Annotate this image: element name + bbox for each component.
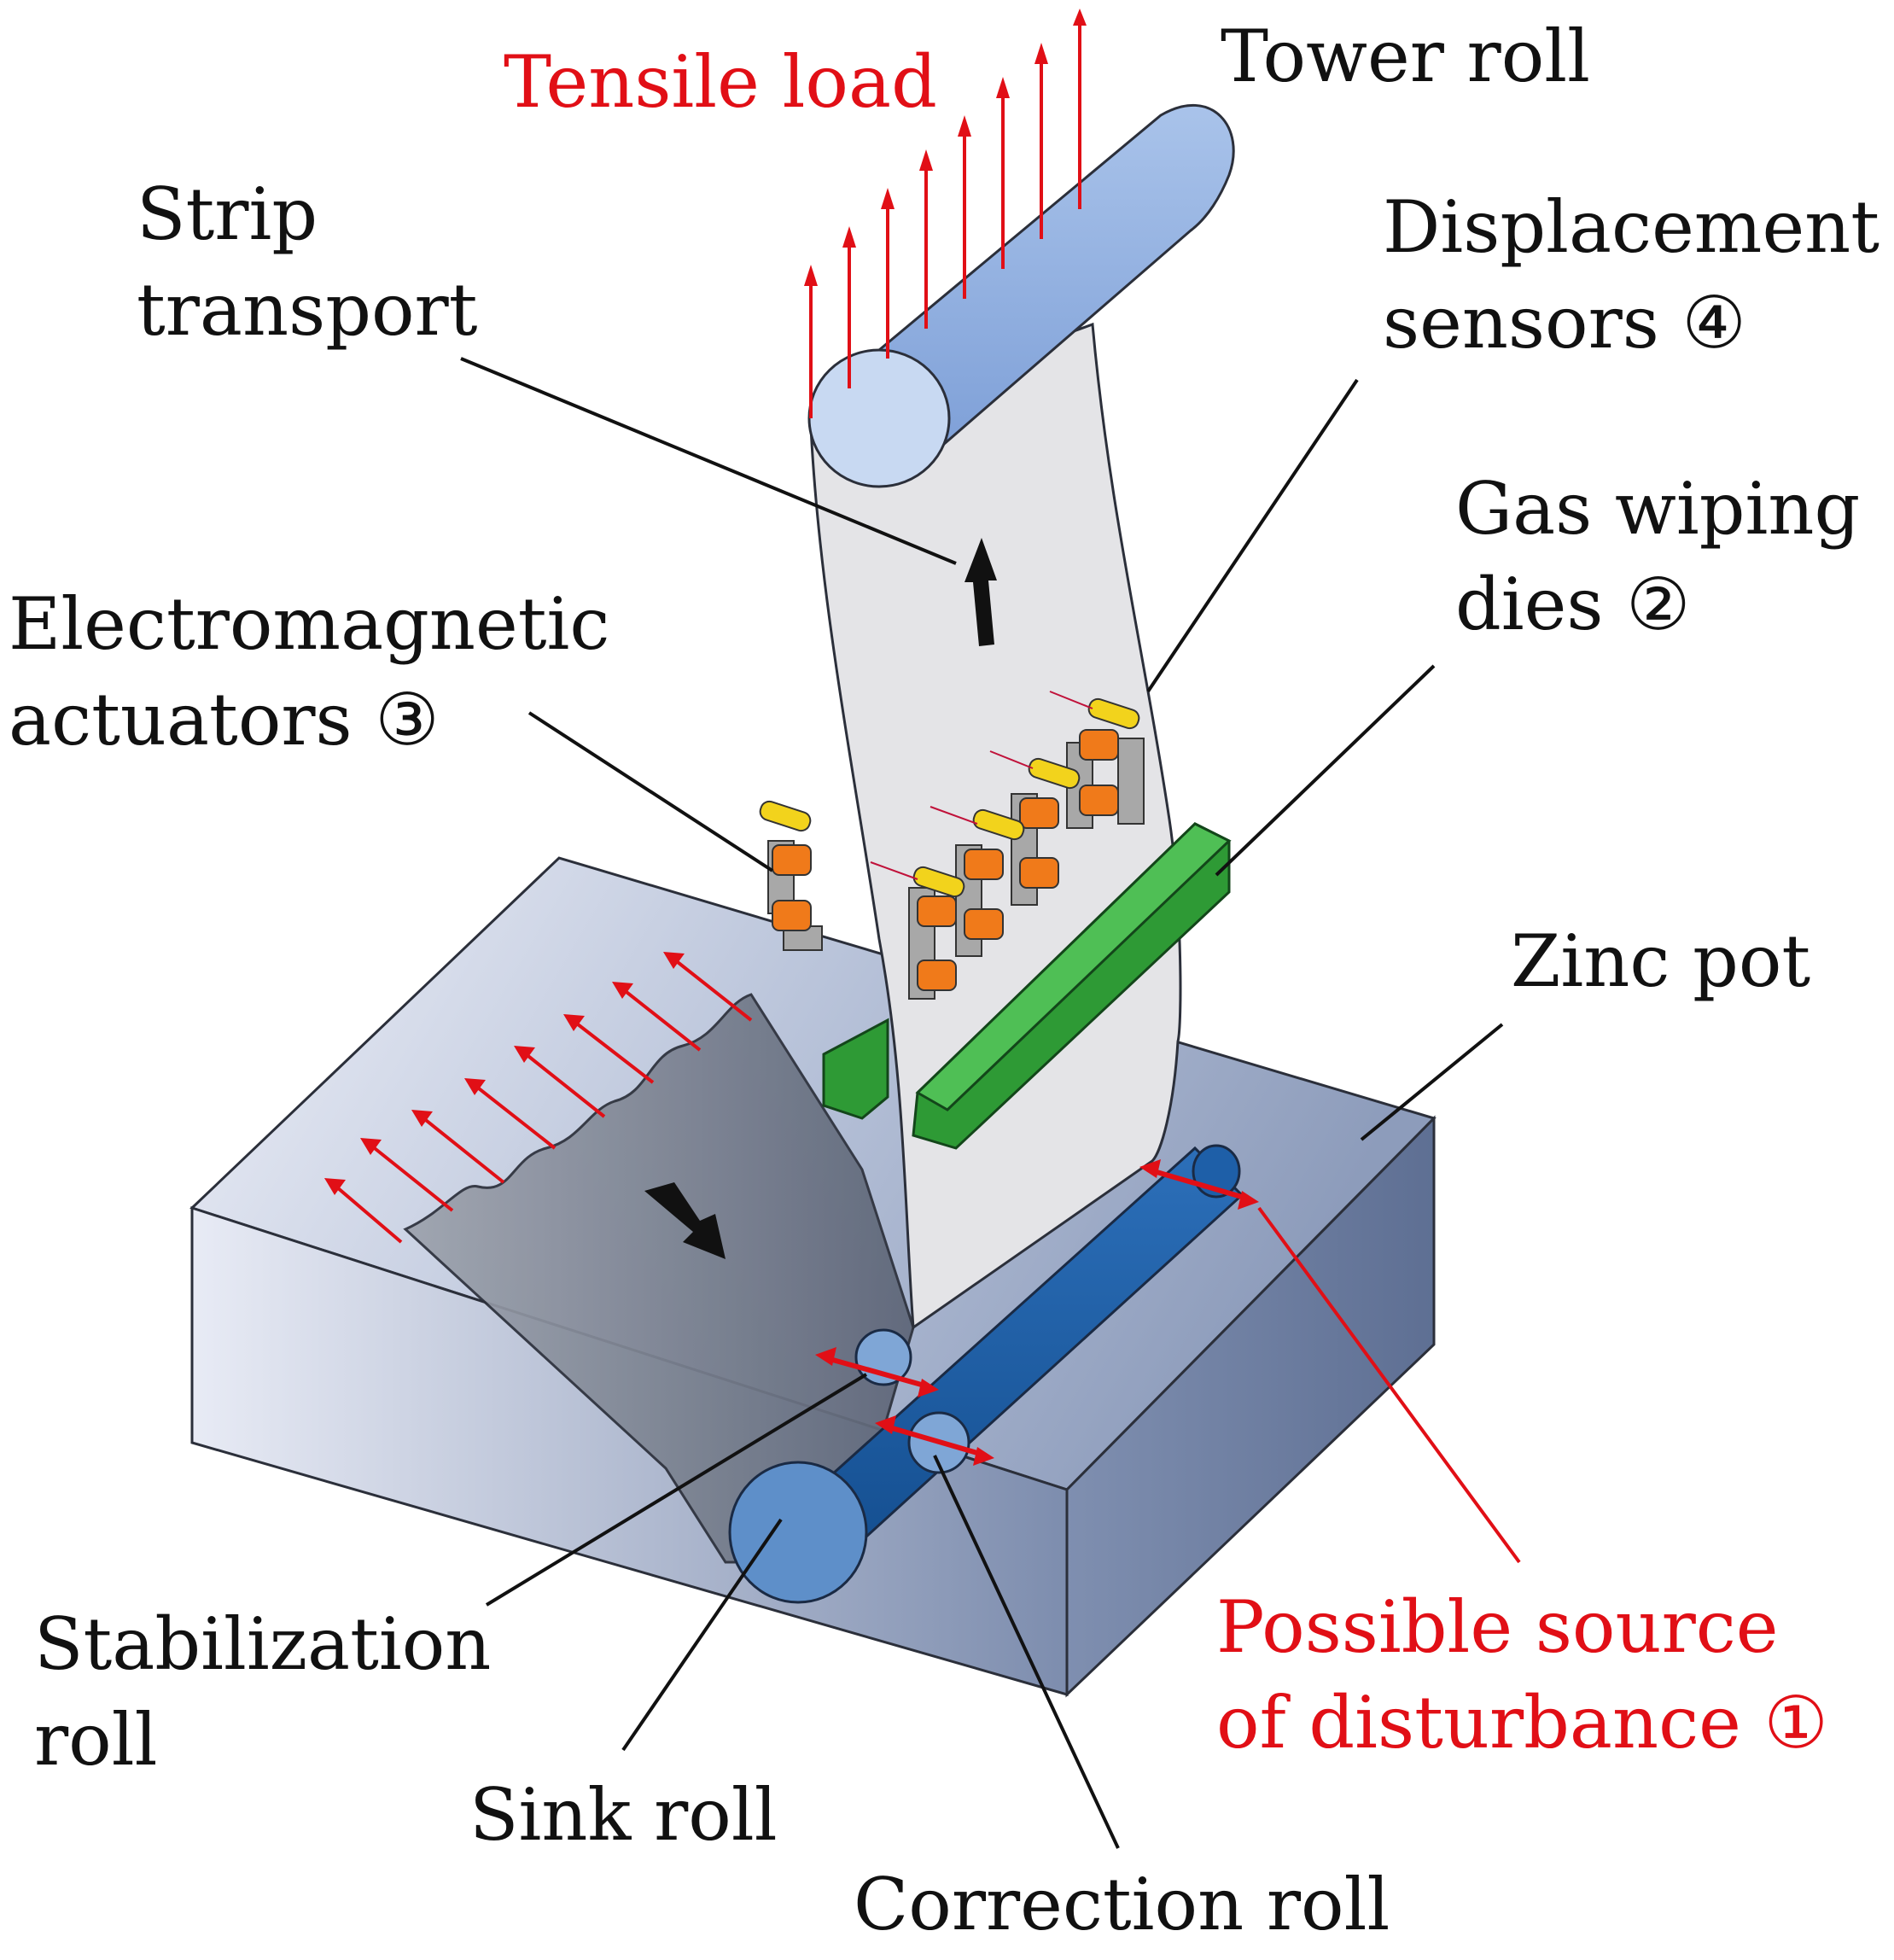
- displacement-sensors-label: Displacement sensors ④: [1383, 179, 1879, 370]
- strip-transport-line-1: Strip: [137, 172, 318, 256]
- tensile-load-arrowheads: [804, 9, 1087, 286]
- tensile-load-label: Tensile load: [504, 40, 937, 124]
- double-red-arrowheads: [815, 1159, 1259, 1466]
- gas-wiping-dies-label: Gas wiping dies ②: [1455, 461, 1860, 652]
- possible-source-label: Possible source of disturbance ①: [1216, 1579, 1828, 1770]
- stabilization-roll-label: Stabilization roll: [34, 1596, 491, 1788]
- tensile-load-arrows: [809, 21, 1081, 418]
- possible-source-line-1: Possible source: [1216, 1585, 1779, 1669]
- sensor-beams: [870, 691, 1093, 880]
- strip-tension-arrowheads: [324, 952, 685, 1195]
- disturbance-leader-line: [1257, 1206, 1521, 1564]
- small-rolls: [854, 1328, 970, 1474]
- electromagnetic-actuators-line-1: Electromagnetic: [9, 582, 610, 666]
- displacement-sensors-line-1: Displacement: [1383, 185, 1880, 269]
- electromagnetic-actuators-label: Electromagnetic actuators ③: [9, 576, 609, 767]
- sink-roll: [728, 1144, 1244, 1604]
- electromagnetic-actuators-line-2: actuators ③: [9, 678, 440, 761]
- possible-source-line-2: of disturbance ①: [1216, 1681, 1828, 1765]
- stabilization-roll-line-1: Stabilization: [34, 1602, 492, 1686]
- stabilization-roll-line-2: roll: [34, 1698, 158, 1782]
- strip-transport-label: Strip transport: [137, 166, 477, 358]
- zinc-pot-label: Zinc pot: [1511, 919, 1811, 1003]
- strip-tension-arrows: [328, 954, 753, 1244]
- gas-wiping-dies-line-2: dies ②: [1455, 563, 1691, 646]
- gas-wiping-dies: [822, 822, 1232, 1150]
- incoming-strip: [403, 993, 915, 1564]
- strip-transport-arrow-icon: [964, 538, 997, 646]
- strip-transport-line-2: transport: [137, 268, 478, 352]
- correction-roll-label: Correction roll: [854, 1863, 1390, 1946]
- displacement-sensors: [759, 697, 1140, 898]
- leader-lines: [460, 357, 1504, 1849]
- black-arrow-icon: [644, 1182, 726, 1259]
- sink-roll-label: Sink roll: [469, 1773, 778, 1857]
- displacement-sensors-line-2: sensors ④: [1383, 281, 1746, 365]
- gas-wiping-dies-line-1: Gas wiping: [1455, 467, 1861, 551]
- double-red-arrow-icon: [823, 1167, 1251, 1458]
- tower-roll-label: Tower roll: [1221, 15, 1591, 98]
